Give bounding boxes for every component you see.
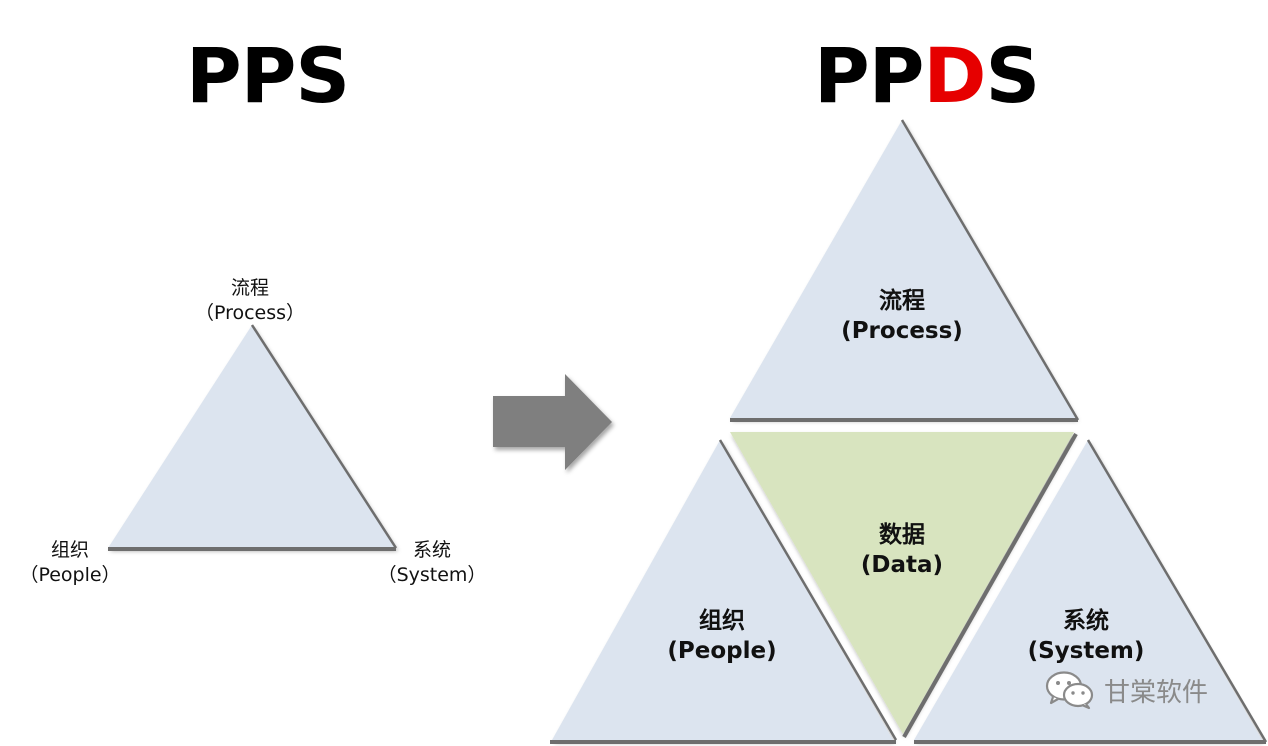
ppds-system-triangle xyxy=(914,439,1268,744)
wechat-icon xyxy=(1045,671,1094,710)
ppds-system-en: (System) xyxy=(1027,638,1145,664)
ppds-title-highlight: D xyxy=(923,31,986,120)
ppds-data-en: (Data) xyxy=(860,552,944,578)
ppds-people-triangle xyxy=(550,439,898,744)
ppds-data-label: 数据 (Data) xyxy=(861,520,943,580)
pps-system-name: 系统 xyxy=(412,539,452,561)
pps-process-name: 流程 xyxy=(230,277,270,299)
ppds-title: PPDS xyxy=(814,38,1040,114)
pps-process-en: （Process） xyxy=(194,302,306,324)
ppds-system-name: 系统 xyxy=(1063,608,1109,634)
pps-title: PPS xyxy=(186,31,350,120)
pps-triangle xyxy=(108,324,398,551)
pps-people-label: 组织 （People） xyxy=(19,538,120,588)
watermark: 甘棠软件 xyxy=(1044,670,1208,710)
ppds-data-triangle xyxy=(730,432,1078,738)
watermark-text: 甘棠软件 xyxy=(1104,677,1209,708)
transition-arrow xyxy=(493,374,612,470)
ppds-system-label: 系统 (System) xyxy=(1028,606,1145,666)
ppds-people-label: 组织 (People) xyxy=(667,606,776,666)
ppds-process-label: 流程 (Process) xyxy=(841,286,963,346)
ppds-title-part2: S xyxy=(985,31,1041,120)
pps-system-en: （System） xyxy=(377,564,487,586)
ppds-process-triangle xyxy=(730,119,1080,422)
ppds-people-name: 组织 xyxy=(698,608,745,634)
pps-system-label: 系统 （System） xyxy=(378,538,487,588)
pps-people-en: （People） xyxy=(19,564,121,586)
ppds-title-part1: PP xyxy=(814,31,924,120)
ppds-data-name: 数据 xyxy=(879,522,925,548)
ppds-process-en: (Process) xyxy=(841,318,963,344)
pps-process-label: 流程 （Process） xyxy=(195,276,305,326)
ppds-process-name: 流程 xyxy=(878,288,925,314)
ppds-people-en: (People) xyxy=(667,638,777,664)
pps-people-name: 组织 xyxy=(50,539,89,561)
